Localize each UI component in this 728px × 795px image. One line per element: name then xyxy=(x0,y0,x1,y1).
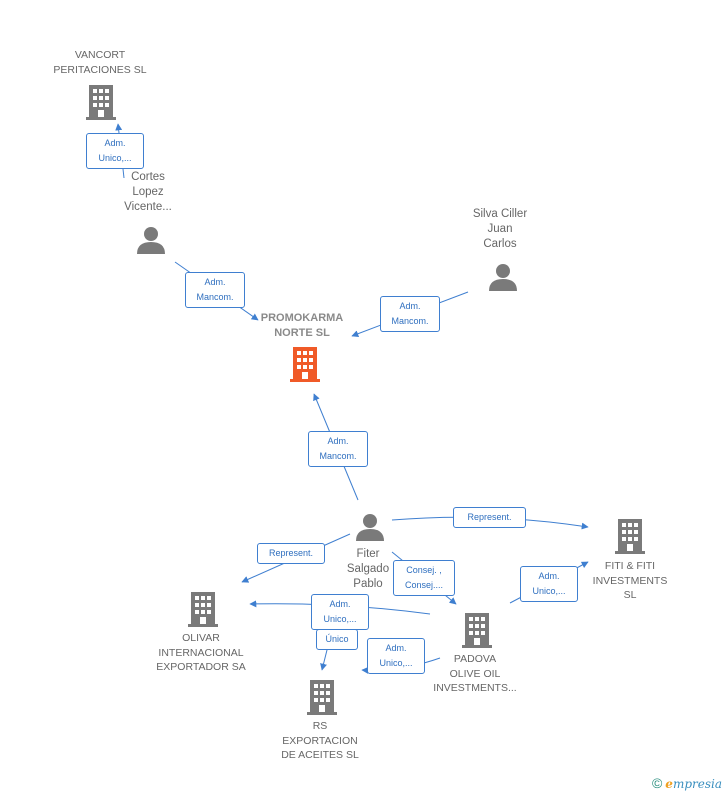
node-olivar[interactable]: OLIVAR INTERNACIONAL EXPORTADOR SA xyxy=(140,631,262,675)
person-icon[interactable] xyxy=(136,225,166,255)
node-padova[interactable]: PADOVA OLIVE OIL INVESTMENTS... xyxy=(416,652,534,696)
relation-label[interactable]: Represent. xyxy=(257,543,325,564)
relation-label[interactable]: Consej. , Consej.... xyxy=(393,560,455,596)
relation-label[interactable]: Adm. Mancom. xyxy=(308,431,368,467)
relation-label[interactable]: Adm. Mancom. xyxy=(380,296,440,332)
relation-label[interactable]: Único xyxy=(316,629,358,650)
node-label: Fiter Salgado Pablo xyxy=(346,548,390,590)
node-label: OLIVAR INTERNACIONAL EXPORTADOR SA xyxy=(156,632,246,673)
node-silva[interactable]: Silva Ciller Juan Carlos xyxy=(450,207,550,252)
node-label: RS EXPORTACION DE ACEITES SL xyxy=(281,720,359,761)
node-fiter[interactable]: Fiter Salgado Pablo xyxy=(328,547,408,592)
person-icon[interactable] xyxy=(488,262,518,292)
node-label: PROMOKARMA NORTE SL xyxy=(260,312,344,339)
relation-label[interactable]: Adm. Mancom. xyxy=(185,272,245,308)
building-icon[interactable] xyxy=(188,591,218,627)
node-label: Silva Ciller Juan Carlos xyxy=(472,208,528,250)
relation-label[interactable]: Adm. Unico,... xyxy=(86,133,144,169)
building-icon[interactable] xyxy=(290,346,320,382)
node-label: PADOVA OLIVE OIL INVESTMENTS... xyxy=(433,653,517,694)
relation-label[interactable]: Represent. xyxy=(453,507,526,528)
node-rs[interactable]: RS EXPORTACION DE ACEITES SL xyxy=(266,719,374,763)
relation-label[interactable]: Adm. Unico,... xyxy=(520,566,578,602)
node-fiti[interactable]: FITI & FITI INVESTMENTS SL xyxy=(580,559,680,603)
node-promokarma[interactable]: PROMOKARMA NORTE SL xyxy=(238,311,366,340)
node-vancort[interactable]: VANCORT PERITACIONES SL xyxy=(40,48,160,77)
relation-label[interactable]: Adm. Unico,... xyxy=(367,638,425,674)
node-label: Cortes Lopez Vicente... xyxy=(124,171,172,213)
building-icon[interactable] xyxy=(615,518,645,554)
building-icon[interactable] xyxy=(462,612,492,648)
node-cortes[interactable]: Cortes Lopez Vicente... xyxy=(98,170,198,215)
node-label: FITI & FITI INVESTMENTS SL xyxy=(592,560,668,601)
brand-logo: empresia xyxy=(665,777,722,791)
building-icon[interactable] xyxy=(307,679,337,715)
building-icon[interactable] xyxy=(86,84,116,120)
node-label: VANCORT PERITACIONES SL xyxy=(53,49,147,76)
footer-brand: ©empresia xyxy=(652,775,722,791)
relation-label[interactable]: Adm. Unico,... xyxy=(311,594,369,630)
person-icon[interactable] xyxy=(355,512,385,542)
copyright-icon: © xyxy=(651,775,663,791)
